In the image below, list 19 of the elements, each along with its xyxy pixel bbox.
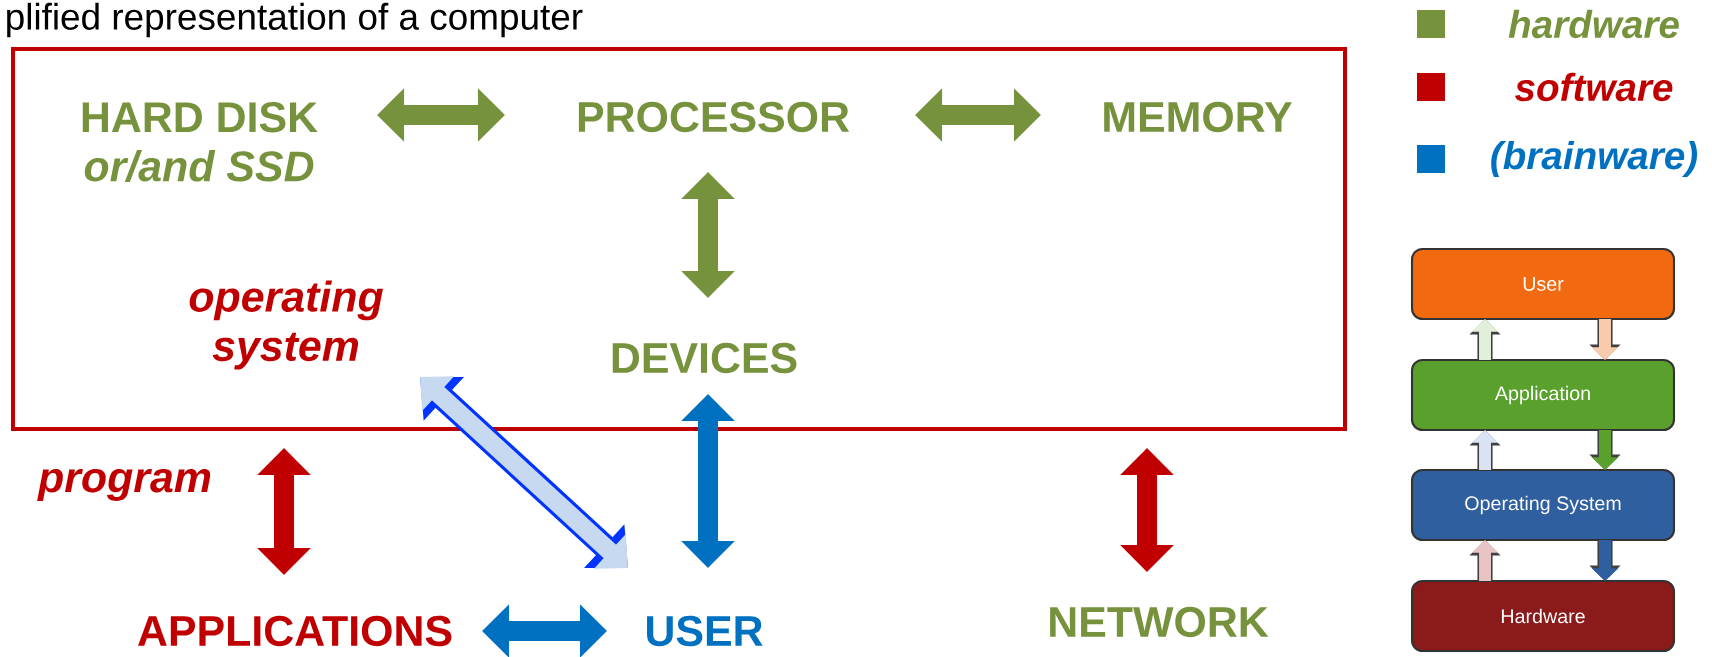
legend-label: hardware bbox=[1508, 9, 1679, 39]
component-label: NETWORK bbox=[1050, 606, 1269, 638]
component-label: DEVICES bbox=[612, 342, 797, 374]
component-label: MEMORY bbox=[1104, 101, 1292, 133]
component-label: APPLICATIONS bbox=[138, 615, 452, 647]
layer-box: Hardware bbox=[1410, 579, 1676, 653]
legend-label: (brainware) bbox=[1491, 141, 1698, 177]
component-label: PROCESSOR bbox=[578, 101, 850, 133]
component-label: HARD DISK or/and SSD bbox=[82, 102, 318, 183]
system-frame bbox=[11, 47, 1348, 431]
component-label: USER bbox=[647, 615, 763, 647]
double-arrow bbox=[420, 376, 628, 569]
section-label: operating system bbox=[189, 280, 383, 370]
legend-label: software bbox=[1514, 72, 1673, 102]
layer-box: User bbox=[1410, 247, 1676, 321]
layer-box: Application bbox=[1410, 358, 1676, 432]
edge-label: program bbox=[37, 469, 211, 501]
layer-box: Operating System bbox=[1410, 468, 1676, 542]
title: plified representation of a computer bbox=[7, 2, 583, 38]
